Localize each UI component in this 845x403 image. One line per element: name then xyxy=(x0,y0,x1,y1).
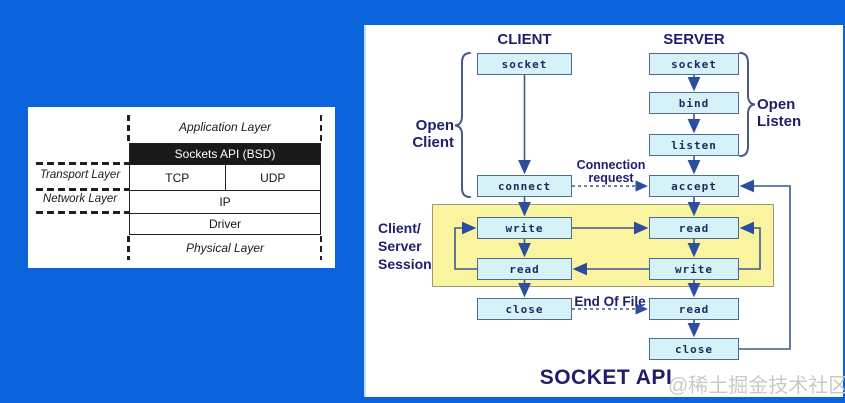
node-client-read: read xyxy=(477,258,572,280)
node-server-socket: socket xyxy=(649,53,739,75)
node-server-bind: bind xyxy=(649,92,739,114)
open-listen-label: Open Listen xyxy=(757,96,802,130)
ip-row: IP xyxy=(130,191,320,214)
diagram-title: SOCKET API xyxy=(539,366,673,389)
physical-layer-label: Physical Layer xyxy=(185,241,265,255)
transport-layer-label: Transport Layer xyxy=(39,169,121,181)
watermark: @稀土掘金技术社区 xyxy=(668,375,845,397)
session-line-3: Session xyxy=(378,256,432,272)
arrow-close-to-accept-loop xyxy=(739,179,791,350)
open-client-label: Open Client xyxy=(412,117,454,151)
sockets-api-bar: Sockets API (BSD) xyxy=(130,144,320,165)
network-layer-label: Network Layer xyxy=(42,193,118,205)
arrow-server-loop xyxy=(739,221,761,270)
open-client-brace xyxy=(454,52,471,198)
dashed-divider-left-bottom xyxy=(127,236,130,260)
driver-row: Driver xyxy=(209,217,241,231)
node-server-read-bottom: read xyxy=(649,298,739,320)
end-of-file-label: End Of File xyxy=(574,294,646,309)
open-listen-brace xyxy=(739,52,756,157)
node-client-connect: connect xyxy=(477,175,572,197)
dashed-divider-left-top xyxy=(127,115,130,141)
client-server-session-label: Client/ Server Session xyxy=(378,219,432,273)
client-header: CLIENT xyxy=(497,31,552,48)
dashed-divider-right-top xyxy=(319,115,322,141)
node-client-write: write xyxy=(477,217,572,239)
tcp-cell: TCP xyxy=(130,165,226,190)
arrow-client-loop xyxy=(454,221,477,270)
socket-api-panel: CLIENT SERVER socket connect write read … xyxy=(364,25,845,397)
dashed-divider-network xyxy=(36,188,129,191)
dashed-divider-driver xyxy=(36,211,129,214)
node-server-listen: listen xyxy=(649,134,739,156)
node-server-write: write xyxy=(649,258,739,280)
session-line-2: Server xyxy=(378,238,422,254)
session-line-1: Client/ xyxy=(378,220,421,236)
connection-request-label: Connection request xyxy=(576,158,646,185)
node-server-read-top: read xyxy=(649,217,739,239)
stack-table: Sockets API (BSD) TCP UDP IP Driver xyxy=(129,143,321,235)
node-client-socket: socket xyxy=(477,53,572,75)
dashed-divider-right-bottom xyxy=(319,236,322,260)
node-server-close: close xyxy=(649,338,739,360)
server-header: SERVER xyxy=(663,31,725,48)
application-layer-label: Application Layer xyxy=(178,120,272,134)
transport-row: TCP UDP xyxy=(130,165,320,191)
connector-lines xyxy=(454,52,791,350)
node-server-accept: accept xyxy=(649,175,739,197)
protocol-stack-panel: Application Layer Sockets API (BSD) TCP … xyxy=(28,107,335,268)
dashed-divider-transport xyxy=(36,162,129,165)
node-client-close: close xyxy=(477,298,572,320)
udp-cell: UDP xyxy=(260,170,286,185)
